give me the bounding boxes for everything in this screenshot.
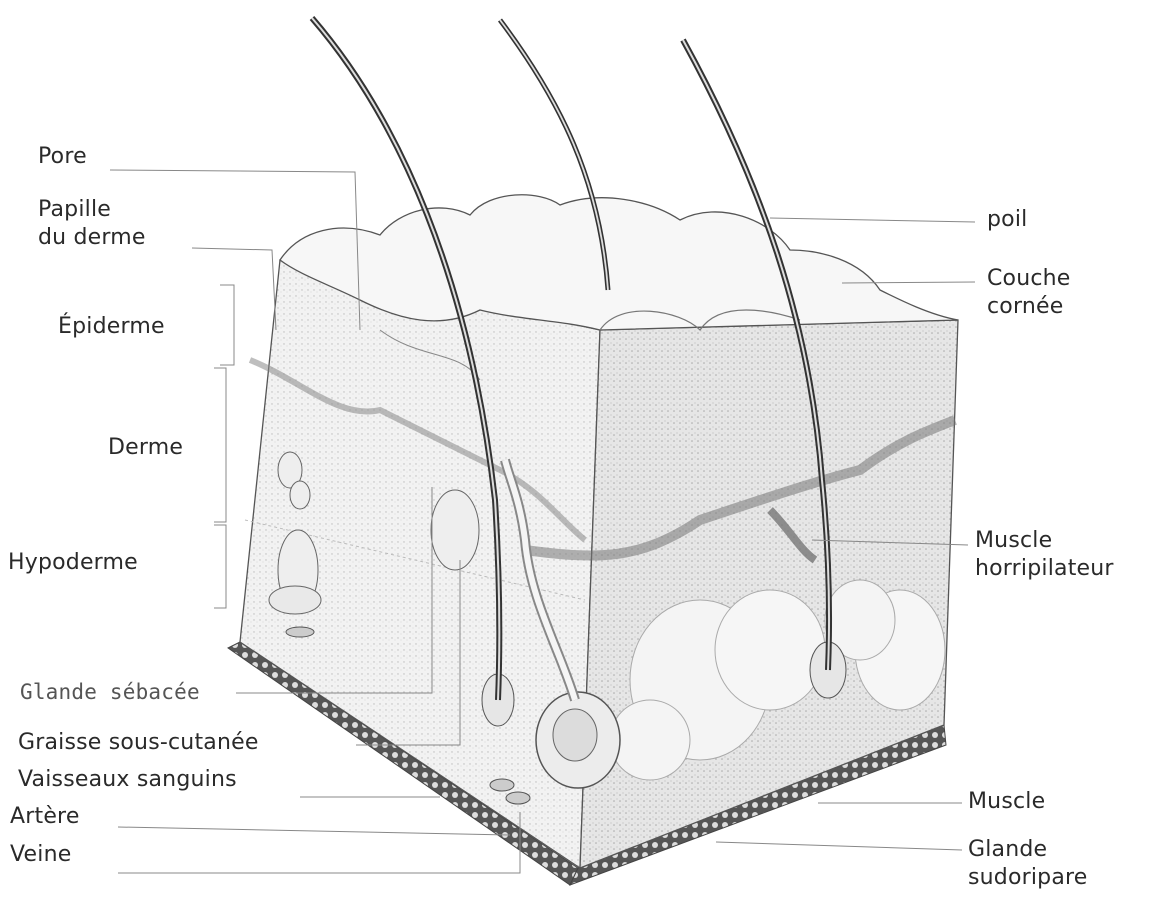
label-couche-cornee: Couche cornée [987, 265, 1071, 321]
label-glande-sebacee: Glande sébacée [20, 678, 200, 706]
label-veine: Veine [10, 841, 71, 869]
label-poil: poil [987, 206, 1027, 234]
label-papille-du-derme: Papille du derme [38, 196, 146, 252]
label-epiderme: Épiderme [58, 313, 165, 341]
label-artere: Artère [10, 803, 80, 831]
label-glande-sudoripare: Glande sudoripare [968, 836, 1088, 892]
label-graisse-sous-cutanee: Graisse sous-cutanée [18, 729, 259, 757]
label-muscle: Muscle [968, 788, 1045, 816]
label-pore: Pore [38, 143, 87, 171]
label-derme: Derme [108, 434, 183, 462]
label-vaisseaux-sanguins: Vaisseaux sanguins [18, 766, 237, 794]
label-hypoderme: Hypoderme [8, 549, 138, 577]
label-muscle-horripilateur: Muscle horripilateur [975, 527, 1114, 583]
